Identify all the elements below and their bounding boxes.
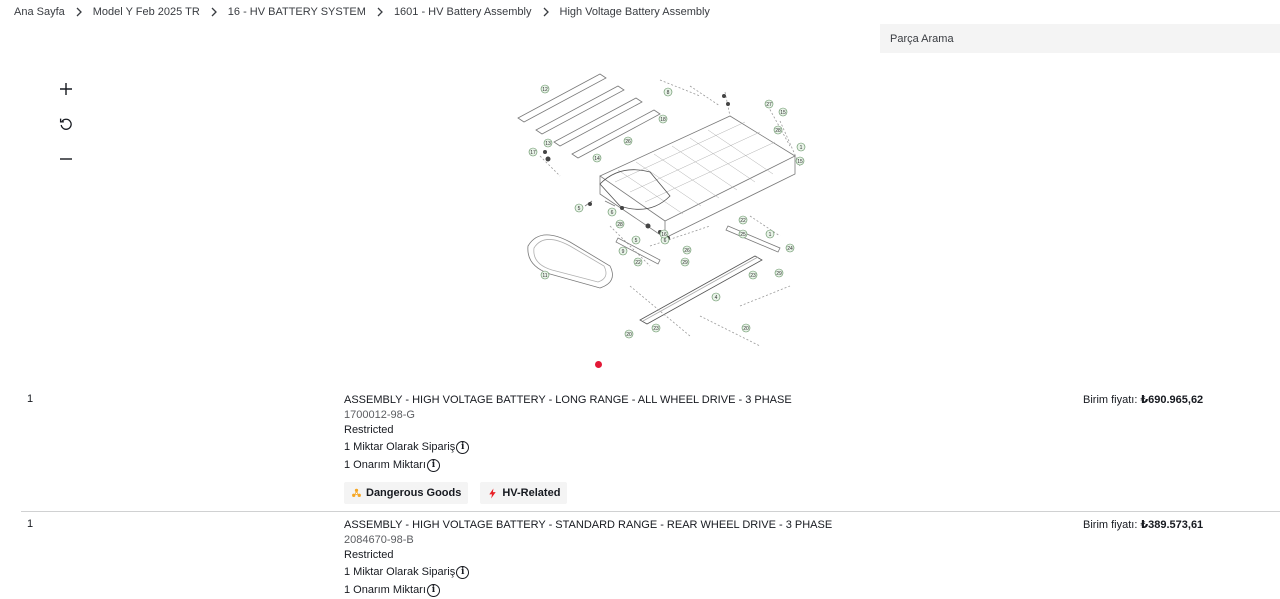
biohazard-warning-icon <box>352 488 361 497</box>
callout-label[interactable]: 20 <box>626 332 632 338</box>
callout-label[interactable]: 15 <box>780 110 786 116</box>
zoom-reset-button[interactable] <box>56 114 76 134</box>
callout-label[interactable]: 5 <box>578 206 581 212</box>
zoom-out-button[interactable] <box>56 149 76 169</box>
callout-label[interactable]: 1 <box>800 145 803 151</box>
callout-label[interactable]: 8 <box>667 90 670 96</box>
callout-label[interactable]: 23 <box>653 326 659 332</box>
breadcrumb-system[interactable]: 16 - HV BATTERY SYSTEM <box>227 6 366 18</box>
callout-label[interactable]: 28 <box>775 128 781 134</box>
callout-label[interactable]: 20 <box>743 326 749 332</box>
callout-label[interactable]: 26 <box>625 139 631 145</box>
repair-quantity: 1 Onarım Miktarı <box>344 458 426 471</box>
order-quantity: 1 Miktar Olarak Sipariş <box>344 440 456 453</box>
callout-label[interactable]: 13 <box>545 141 551 147</box>
part-info: ASSEMBLY - HIGH VOLTAGE BATTERY - LONG R… <box>344 393 792 504</box>
part-name: ASSEMBLY - HIGH VOLTAGE BATTERY - STANDA… <box>344 519 833 532</box>
row-divider <box>21 511 1280 512</box>
part-number: 1700012-98-G <box>344 409 415 422</box>
callout-label[interactable]: 22 <box>740 218 746 224</box>
part-search-input[interactable] <box>880 24 1280 53</box>
badge-label: HV-Related <box>502 486 561 499</box>
callout-label[interactable]: 29 <box>776 271 782 277</box>
price-value: ₺690.965,62 <box>1140 394 1204 406</box>
callout-label[interactable]: 12 <box>542 87 548 93</box>
plus-icon <box>60 83 72 95</box>
callout-label[interactable]: 5 <box>635 238 638 244</box>
callout-label[interactable]: 1 <box>769 232 772 238</box>
part-restriction: Restricted <box>344 549 394 562</box>
dangerous-goods-badge: Dangerous Goods <box>344 482 469 504</box>
part-quantity: 1 <box>27 393 34 405</box>
chevron-right-icon <box>532 7 560 17</box>
minus-icon <box>60 158 72 160</box>
callout-label[interactable]: 6 <box>611 210 614 216</box>
callout-label[interactable]: 11 <box>542 273 547 279</box>
exploded-parts-diagram[interactable]: 12 8 27 15 28 18 26 13 17 14 1 15 5 6 28… <box>500 66 820 358</box>
price-label: Birim fiyatı: <box>1083 519 1138 531</box>
callout-label[interactable]: 18 <box>660 117 666 123</box>
callout-label[interactable]: 24 <box>787 246 793 252</box>
callout-label[interactable]: 4 <box>715 295 718 301</box>
breadcrumb-current: High Voltage Battery Assembly <box>559 6 710 18</box>
info-icon[interactable]: i <box>456 565 470 579</box>
callout-label[interactable]: 22 <box>635 260 641 266</box>
chevron-right-icon <box>200 7 228 17</box>
breadcrumb-home[interactable]: Ana Sayfa <box>14 6 65 18</box>
breadcrumb: Ana Sayfa Model Y Feb 2025 TR 16 - HV BA… <box>14 0 710 24</box>
breadcrumb-model[interactable]: Model Y Feb 2025 TR <box>92 6 200 18</box>
hv-related-badge: HV-Related <box>480 482 568 504</box>
callout-label[interactable]: 26 <box>684 248 690 254</box>
diagram-pagination-dot[interactable] <box>595 361 602 368</box>
callout-label[interactable]: 29 <box>682 260 688 266</box>
info-icon[interactable]: i <box>426 583 440 597</box>
part-quantity: 1 <box>27 518 34 530</box>
lightning-bolt-icon <box>489 487 497 499</box>
unit-price: Birim fiyatı: ₺389.573,61 <box>1083 518 1203 531</box>
order-quantity: 1 Miktar Olarak Sipariş <box>344 565 456 578</box>
part-restriction: Restricted <box>344 424 394 437</box>
zoom-in-button[interactable] <box>56 79 76 99</box>
refresh-icon <box>59 118 72 130</box>
callout-label[interactable]: 17 <box>530 150 536 156</box>
unit-price: Birim fiyatı: ₺690.965,62 <box>1083 393 1203 406</box>
callout-label[interactable]: 6 <box>664 238 667 244</box>
callout-label[interactable]: 27 <box>766 102 772 108</box>
breadcrumb-group[interactable]: 1601 - HV Battery Assembly <box>393 6 532 18</box>
chevron-right-icon <box>65 7 93 17</box>
badge-label: Dangerous Goods <box>366 486 462 499</box>
info-icon[interactable]: i <box>456 440 470 454</box>
callout-label[interactable]: 14 <box>594 156 600 162</box>
info-icon[interactable]: i <box>426 458 440 472</box>
part-number: 2084670-98-B <box>344 534 414 547</box>
price-label: Birim fiyatı: <box>1083 394 1138 406</box>
callout-label[interactable]: 9 <box>622 249 625 255</box>
repair-quantity: 1 Onarım Miktarı <box>344 583 426 596</box>
callout-label[interactable]: 15 <box>797 159 803 165</box>
callout-label[interactable]: 16 <box>661 232 667 238</box>
part-name: ASSEMBLY - HIGH VOLTAGE BATTERY - LONG R… <box>344 394 792 407</box>
part-info: ASSEMBLY - HIGH VOLTAGE BATTERY - STANDA… <box>344 518 832 599</box>
callout-label[interactable]: 28 <box>617 222 623 228</box>
price-value: ₺389.573,61 <box>1140 519 1204 531</box>
chevron-right-icon <box>366 7 394 17</box>
callout-label[interactable]: 23 <box>750 273 756 279</box>
callout-label[interactable]: 25 <box>740 232 746 238</box>
